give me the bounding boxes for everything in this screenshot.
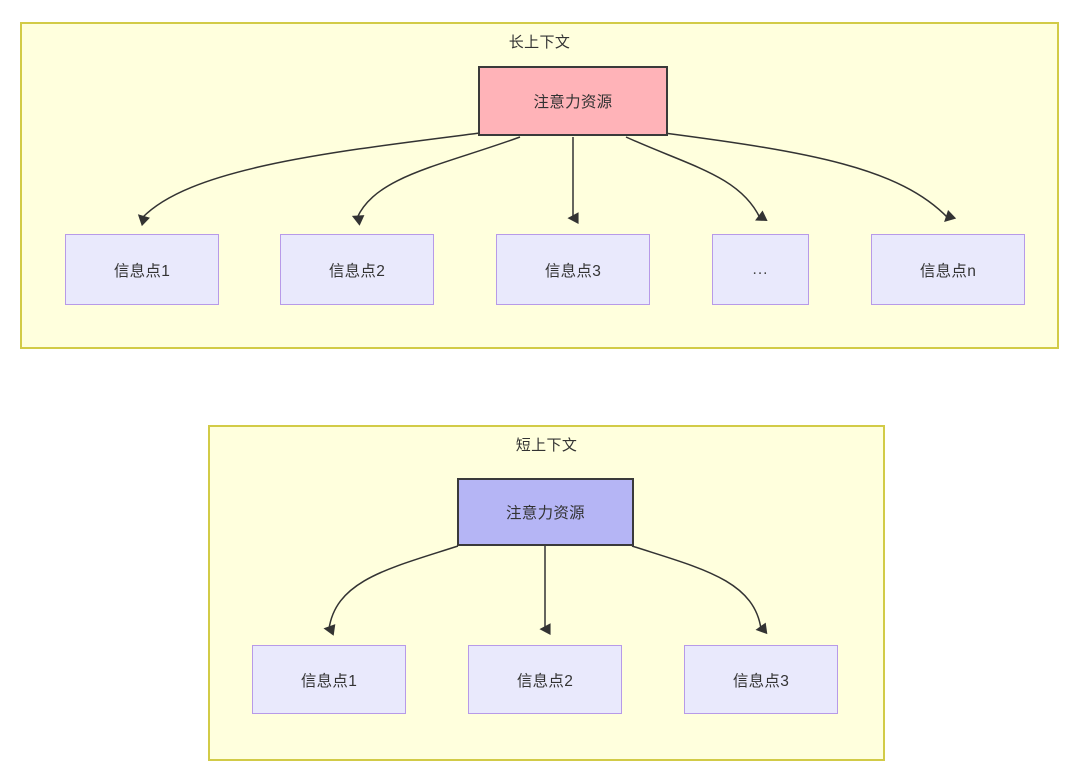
node-long-info-point-1[interactable]: 信息点1 (65, 234, 219, 305)
node-long-info-point-3[interactable]: 信息点3 (496, 234, 650, 305)
node-short-info-point-1[interactable]: 信息点1 (252, 645, 406, 714)
node-short-info-point-2[interactable]: 信息点2 (468, 645, 622, 714)
node-long-info-point-ellipsis[interactable]: ... (712, 234, 809, 305)
group-short-context-title: 短上下文 (515, 437, 578, 454)
node-long-info-point-2[interactable]: 信息点2 (280, 234, 434, 305)
node-short-info-point-3[interactable]: 信息点3 (684, 645, 838, 714)
node-short-attention-resource[interactable]: 注意力资源 (457, 478, 634, 546)
node-long-attention-resource[interactable]: 注意力资源 (478, 66, 668, 136)
group-long-context-title: 长上下文 (508, 34, 571, 51)
node-long-info-point-n[interactable]: 信息点n (871, 234, 1025, 305)
